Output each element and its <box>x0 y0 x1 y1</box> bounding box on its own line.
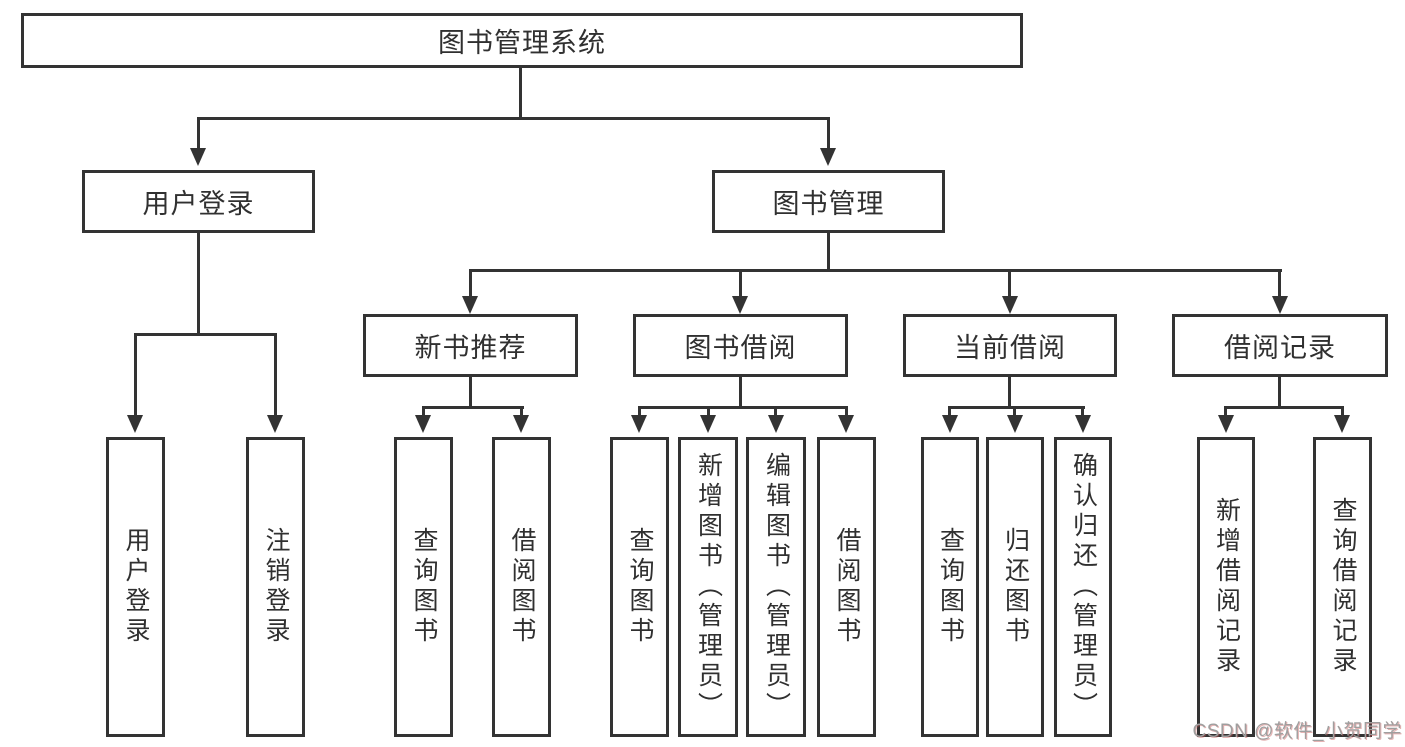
connector-root-stem <box>519 67 522 120</box>
connector-g3-drop-2 <box>1013 406 1016 417</box>
leaf-add-borrow-record: 新增借阅记录 <box>1197 437 1255 737</box>
leaf-query-book-3-label: 查询图书 <box>936 527 965 647</box>
connector-g2-stem <box>739 377 742 408</box>
connector-g2-drop-1 <box>638 406 641 417</box>
connector-drop-book-borrow <box>739 269 742 298</box>
arrowhead-leaf-user-login <box>127 415 143 433</box>
node-borrow-records: 借阅记录 <box>1172 314 1388 377</box>
leaf-query-book-1-label: 查询图书 <box>410 527 438 647</box>
node-user-login: 用户登录 <box>82 170 315 233</box>
connector-g1-horizontal <box>422 406 524 409</box>
leaf-add-book-admin-label: 新增图书（管理员） <box>694 452 723 722</box>
arrowhead-g2-1 <box>631 415 647 433</box>
connector-g2-drop-3 <box>774 406 777 417</box>
leaf-return-book: 归还图书 <box>986 437 1044 737</box>
connector-g3-drop-1 <box>948 406 951 417</box>
leaf-borrow-book-1: 借阅图书 <box>492 437 551 737</box>
connector-g1-drop-1 <box>422 406 425 417</box>
leaf-add-book-admin: 新增图书（管理员） <box>678 437 738 737</box>
leaf-edit-book-admin: 编辑图书（管理员） <box>746 437 806 737</box>
node-new-book-recommend: 新书推荐 <box>363 314 578 377</box>
leaf-query-borrow-record: 查询借阅记录 <box>1313 437 1372 737</box>
connector-g1-stem <box>469 377 472 408</box>
connector-drop-book-mgmt <box>827 117 830 150</box>
leaf-confirm-return-admin: 确认归还（管理员） <box>1054 437 1112 737</box>
leaf-return-book-label: 归还图书 <box>1001 527 1030 647</box>
connector-g3-horizontal <box>948 406 1085 409</box>
connector-drop-current-borrow <box>1008 269 1011 298</box>
leaf-query-borrow-record-label: 查询借阅记录 <box>1329 497 1357 677</box>
arrowhead-g4-1 <box>1218 415 1234 433</box>
connector-g4-stem <box>1278 377 1281 408</box>
arrowhead-borrow-records <box>1272 296 1288 314</box>
leaf-user-login-label: 用户登录 <box>122 527 150 647</box>
connector-g2-horizontal <box>638 406 848 409</box>
arrowhead-g3-2 <box>1007 415 1023 433</box>
arrowhead-g3-1 <box>942 415 958 433</box>
connector-g4-drop-1 <box>1224 406 1227 417</box>
arrowhead-new-book <box>462 296 478 314</box>
connector-g1-drop-2 <box>520 406 523 417</box>
leaf-edit-book-admin-label: 编辑图书（管理员） <box>762 452 791 722</box>
leaf-user-login: 用户登录 <box>106 437 165 737</box>
arrowhead-user-login <box>190 148 206 166</box>
arrowhead-g3-3 <box>1075 415 1091 433</box>
connector-g4-drop-2 <box>1341 406 1344 417</box>
connector-mgmt-horizontal <box>469 269 1282 272</box>
connector-drop-user-login <box>197 117 200 150</box>
leaf-query-book-3: 查询图书 <box>921 437 979 737</box>
connector-drop-leaf-user-login <box>134 333 137 415</box>
arrowhead-g1-2 <box>513 415 529 433</box>
connector-g4-horizontal <box>1224 406 1344 409</box>
connector-g3-stem <box>1008 377 1011 408</box>
node-current-borrow: 当前借阅 <box>903 314 1117 377</box>
arrowhead-g2-2 <box>700 415 716 433</box>
node-book-borrow: 图书借阅 <box>633 314 848 377</box>
arrowhead-g2-3 <box>768 415 784 433</box>
connector-user-stem <box>197 233 200 335</box>
leaf-confirm-return-admin-label: 确认归还（管理员） <box>1069 452 1098 722</box>
arrowhead-leaf-logout <box>267 415 283 433</box>
arrowhead-current-borrow <box>1002 296 1018 314</box>
connector-g2-drop-4 <box>845 406 848 417</box>
connector-drop-borrow-records <box>1278 269 1281 298</box>
connector-l1-horizontal <box>197 117 830 120</box>
arrowhead-g2-4 <box>838 415 854 433</box>
connector-user-horizontal <box>134 333 277 336</box>
connector-mgmt-stem <box>827 233 830 271</box>
connector-g2-drop-2 <box>707 406 710 417</box>
connector-drop-new-book <box>469 269 472 298</box>
leaf-query-book-2: 查询图书 <box>610 437 669 737</box>
leaf-query-book-2-label: 查询图书 <box>626 527 654 647</box>
arrowhead-g4-2 <box>1334 415 1350 433</box>
leaf-add-borrow-record-label: 新增借阅记录 <box>1212 497 1241 677</box>
arrowhead-book-mgmt <box>820 148 836 166</box>
arrowhead-book-borrow <box>732 296 748 314</box>
node-root: 图书管理系统 <box>21 13 1023 68</box>
node-book-management: 图书管理 <box>712 170 945 233</box>
leaf-query-book-1: 查询图书 <box>394 437 453 737</box>
leaf-logout-label: 注销登录 <box>262 527 290 647</box>
leaf-logout: 注销登录 <box>246 437 305 737</box>
leaf-borrow-book-2-label: 借阅图书 <box>833 527 861 647</box>
watermark: CSDN @软件_小贺同学 <box>1192 721 1402 742</box>
connector-g3-drop-3 <box>1081 406 1084 417</box>
arrowhead-g1-1 <box>415 415 431 433</box>
leaf-borrow-book-1-label: 借阅图书 <box>508 527 536 647</box>
connector-drop-leaf-logout <box>274 333 277 415</box>
leaf-borrow-book-2: 借阅图书 <box>817 437 876 737</box>
